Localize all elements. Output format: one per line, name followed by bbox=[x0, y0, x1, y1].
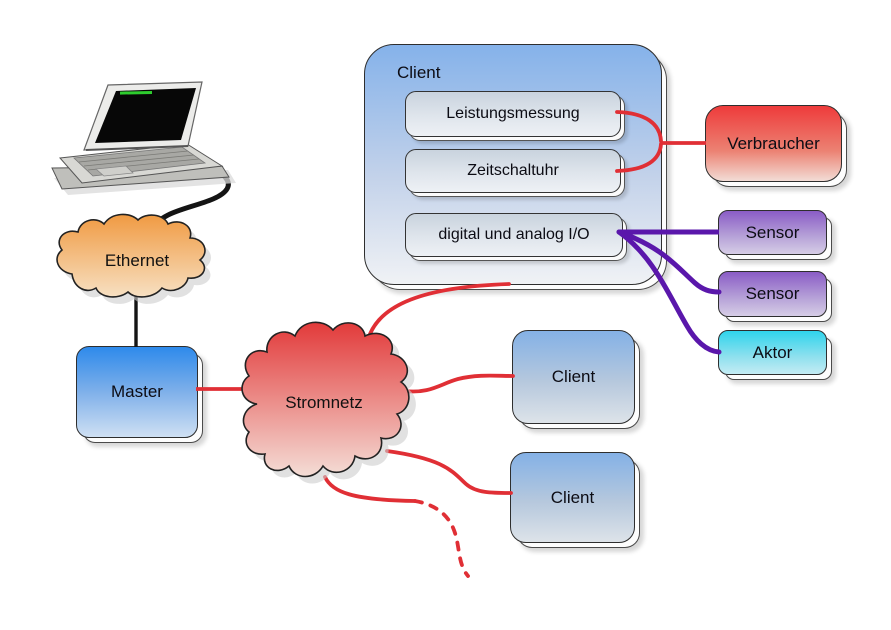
laptop-touchpad bbox=[95, 165, 134, 177]
edge-stromnetz-open-dashed bbox=[413, 499, 470, 578]
sensor-label: Sensor bbox=[745, 284, 800, 303]
module-label: digital und analog I/O bbox=[438, 226, 590, 243]
edge-stromnetz-clientmain bbox=[368, 282, 511, 336]
laptop-keyboard bbox=[73, 146, 207, 177]
master-box: Master bbox=[76, 346, 198, 438]
aktor-label: Aktor bbox=[752, 342, 793, 362]
laptop-terminal-text bbox=[120, 91, 152, 95]
sensor-box-2: Sensor bbox=[718, 271, 827, 317]
ethernet-cloud-shape bbox=[56, 213, 206, 298]
laptop-hinge bbox=[85, 145, 189, 151]
module-leistungsmessung: Leistungsmessung bbox=[405, 91, 621, 137]
aktor-box: Aktor bbox=[718, 330, 827, 375]
sensor-box-1: Sensor bbox=[718, 210, 827, 255]
module-label: Leistungsmessung bbox=[446, 105, 580, 122]
master-label: Master bbox=[111, 382, 163, 401]
client-sub-box-2: Client bbox=[510, 452, 635, 543]
stromnetz-cloud bbox=[241, 321, 416, 484]
verbraucher-box: Verbraucher bbox=[705, 105, 842, 182]
stromnetz-cloud-shadow bbox=[249, 329, 416, 484]
sensor-label: Sensor bbox=[745, 222, 800, 242]
edge-stromnetz-open-solid bbox=[323, 475, 417, 503]
edge-laptop-ethernet bbox=[148, 156, 231, 233]
ethernet-cloud-shadow bbox=[63, 221, 211, 304]
stromnetz-cloud-shape bbox=[241, 321, 410, 478]
verbraucher-label: Verbraucher bbox=[727, 133, 820, 153]
client-main-label: Client bbox=[397, 63, 441, 82]
client-sub-label: Client bbox=[550, 487, 595, 507]
module-label: Zeitschaltuhr bbox=[467, 162, 559, 179]
edge-stromnetz-client2 bbox=[385, 449, 513, 495]
laptop-shadow bbox=[54, 170, 236, 195]
module-zeitschaltuhr: Zeitschaltuhr bbox=[405, 149, 621, 193]
laptop-screen bbox=[95, 88, 196, 143]
laptop-base bbox=[51, 165, 230, 190]
edge-stromnetz-client1 bbox=[402, 373, 515, 394]
client-sub-box-1: Client bbox=[512, 330, 635, 424]
module-digital-analog-io: digital und analog I/O bbox=[405, 213, 623, 257]
ethernet-label: Ethernet bbox=[104, 251, 170, 270]
stromnetz-label: Stromnetz bbox=[285, 393, 363, 412]
laptop-screen-bezel bbox=[83, 81, 203, 151]
client-main-box: Client Leistungsmessung Zeitschaltuhr di… bbox=[364, 44, 662, 285]
client-sub-label: Client bbox=[551, 367, 596, 386]
ethernet-cloud bbox=[56, 213, 211, 304]
laptop-icon bbox=[51, 81, 236, 195]
laptop-deck bbox=[58, 143, 224, 184]
